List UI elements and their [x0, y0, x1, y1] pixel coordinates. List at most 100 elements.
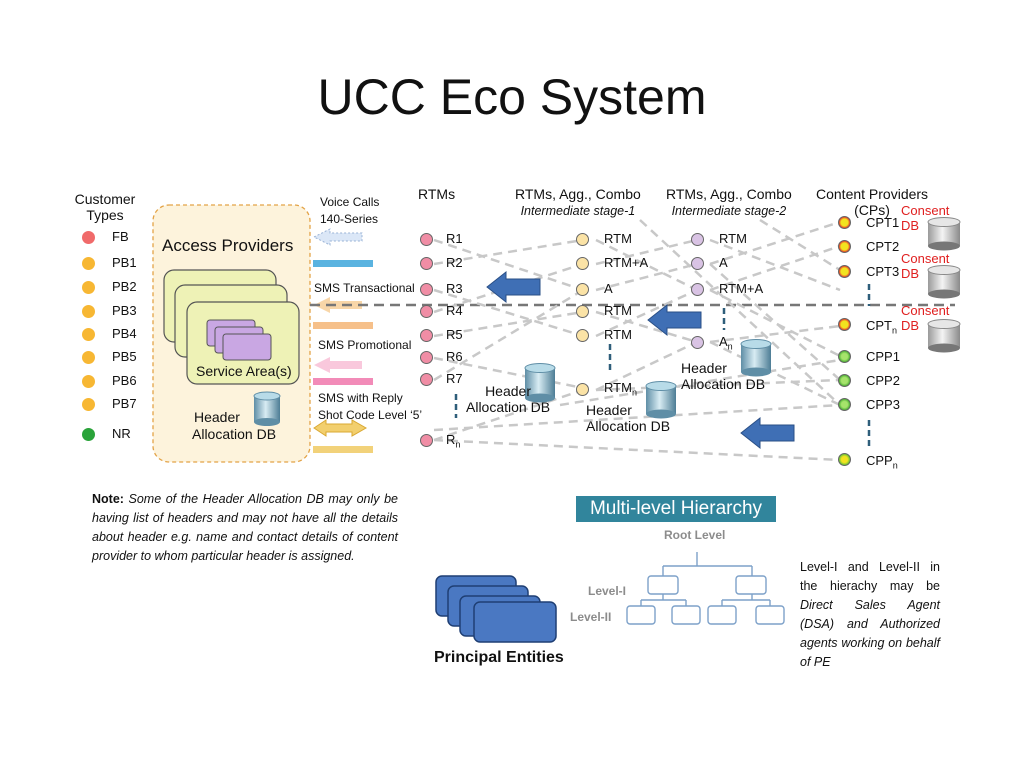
- stage1-header-db-label: Header Allocation DB: [586, 402, 670, 434]
- customer-type-dot-pb2: [82, 281, 95, 294]
- sms-promotional-label: SMS Promotional: [318, 338, 412, 352]
- cpt-n-base: CPT: [866, 318, 892, 333]
- cpt-dot-n: [838, 318, 851, 331]
- stage2-heading-main: RTMs, Agg., Combo: [666, 186, 792, 202]
- rtm-dot-4: [420, 305, 433, 318]
- customer-type-dot-fb: [82, 231, 95, 244]
- sms-promo-bar: [313, 378, 373, 385]
- customer-type-dot-pb6: [82, 375, 95, 388]
- hierarchy-root-label: Root Level: [664, 528, 726, 542]
- stage2-n-sub: n: [727, 341, 733, 352]
- cpp-label-n: CPPn: [866, 453, 898, 471]
- rtm-header-db-line2: Allocation DB: [466, 399, 551, 415]
- stage1-label-3: A: [604, 281, 613, 296]
- stage2-dot-1: [691, 233, 704, 246]
- cp-heading-line1: Content Providers: [816, 186, 929, 202]
- hierarchy-tree: [626, 552, 785, 625]
- cpp-n-base: CPP: [866, 453, 893, 468]
- rtm-dot-3: [420, 283, 433, 296]
- consent-db-2-line1: Consent: [901, 251, 950, 266]
- sms-reply-label: SMS with Reply Shot Code Level ‘5’: [318, 390, 422, 424]
- customer-type-label-pb3: PB3: [112, 303, 137, 318]
- stage1-dot-3: [576, 283, 589, 296]
- cpt-label-1: CPT1: [866, 215, 900, 230]
- customer-type-dot-pb3: [82, 305, 95, 318]
- stage2-header-db-line1: Header: [681, 360, 727, 376]
- consent-db-1-line1: Consent: [901, 203, 950, 218]
- customer-type-label-nr: NR: [112, 426, 131, 441]
- cpp-n-sub: n: [892, 460, 898, 471]
- cpt-label-n: CPTn: [866, 318, 897, 336]
- stage1-header-db-line1: Header: [586, 402, 632, 418]
- stage2-n-base: A: [719, 334, 728, 349]
- customer-type-label-pb1: PB1: [112, 255, 137, 270]
- stage1-label-2: RTM+A: [604, 255, 649, 270]
- consent-db-label-1: Consent DB: [901, 203, 949, 233]
- cpt-dot-2: [838, 240, 851, 253]
- stage2-label-3: RTM+A: [719, 281, 764, 296]
- customer-type-label-pb2: PB2: [112, 279, 137, 294]
- principal-entities-label: Principal Entities: [434, 649, 564, 666]
- voice-label: Voice Calls 140-Series: [320, 194, 379, 228]
- consent-db-cylinder-1: [927, 217, 961, 251]
- cpt-dot-1: [838, 216, 851, 229]
- rtm-label-5: R5: [446, 327, 463, 342]
- service-area-label: Service Area(s): [196, 363, 292, 379]
- rtm-label-7: R7: [446, 371, 463, 386]
- cpt-dot-3: [838, 265, 851, 278]
- stage1-n-sub: n: [631, 387, 637, 398]
- consent-db-cylinder-3: [927, 319, 961, 353]
- cpp-label-1: CPP1: [866, 349, 900, 364]
- stage1-label-n: RTMn: [604, 380, 637, 398]
- cpp-dot-1: [838, 350, 851, 363]
- stage1-header-db-line2: Allocation DB: [586, 418, 671, 434]
- consent-db-3-line1: Consent: [901, 303, 950, 318]
- consent-db-label-3: Consent DB: [901, 303, 949, 333]
- rtm-label-n: Rn: [446, 432, 460, 450]
- note-text: Note: Some of the Header Allocation DB m…: [92, 490, 398, 566]
- blue-arrow-2: [647, 303, 702, 337]
- customer-type-dot-pb1: [82, 257, 95, 270]
- stage1-db-cylinder: [645, 381, 677, 419]
- consent-db-cylinder-2: [927, 265, 961, 299]
- cpp-dot-3: [838, 398, 851, 411]
- customer-types-heading-line2: Types: [86, 207, 124, 223]
- stage1-n-base: RTM: [604, 380, 632, 395]
- cpp-label-3: CPP3: [866, 397, 900, 412]
- stage1-label-1: RTM: [604, 231, 632, 246]
- sms-trans-arrow: [314, 297, 362, 313]
- cpt-n-sub: n: [892, 325, 898, 336]
- cp-heading-line2: (CPs): [854, 202, 890, 218]
- stage2-dot-2: [691, 257, 704, 270]
- customer-type-label-pb6: PB6: [112, 373, 137, 388]
- sms-reply-arrow: [313, 419, 368, 437]
- side-note-part1: Level-I and Level-II in the hierachy may…: [800, 560, 940, 593]
- page-title: UCC Eco System: [317, 69, 707, 125]
- cp-heading: Content Providers (CPs): [816, 186, 928, 218]
- rtm-header-db-line1: Header: [485, 383, 531, 399]
- sms-promo-arrow: [314, 357, 362, 373]
- sms-transactional-label: SMS Transactional: [314, 281, 415, 295]
- rtm-label-4: R4: [446, 303, 463, 318]
- rtm-dot-1: [420, 233, 433, 246]
- rtm-label-3: R3: [446, 281, 463, 296]
- rtm-dot-7: [420, 373, 433, 386]
- voice-bar: [313, 260, 373, 267]
- stage1-dot-1: [576, 233, 589, 246]
- stage2-heading: RTMs, Agg., Combo Intermediate stage-2: [666, 186, 792, 219]
- blue-arrow-1: [486, 270, 541, 304]
- stage2-dot-n: [691, 336, 704, 349]
- note-body: Some of the Header Allocation DB may onl…: [92, 492, 398, 563]
- ap-header-db-line2: Allocation DB: [192, 426, 277, 442]
- customer-types-heading: Customer Types: [72, 191, 138, 223]
- cpp-dot-2: [838, 374, 851, 387]
- customer-types-heading-line1: Customer: [74, 191, 136, 207]
- rtm-header-db-label: Header Allocation DB: [466, 383, 550, 415]
- consent-db-2-line2: DB: [901, 266, 920, 281]
- stage1-dot-4: [576, 305, 589, 318]
- stage2-label-n: An: [719, 334, 733, 352]
- stage2-dot-3: [691, 283, 704, 296]
- rtm-dot-2: [420, 257, 433, 270]
- cpp-dot-n: [838, 453, 851, 466]
